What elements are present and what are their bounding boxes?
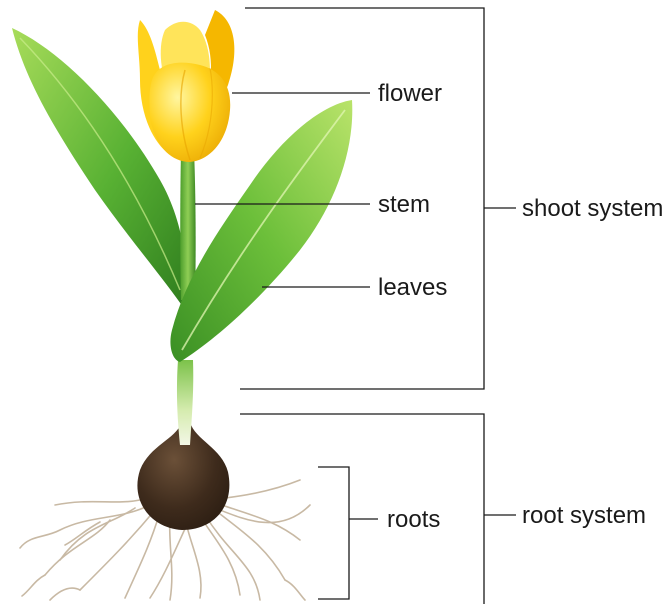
roots-bracket (318, 467, 349, 599)
label-stem: stem (378, 191, 430, 218)
label-shoot-system: shoot system (522, 195, 663, 222)
label-root-system: root system (522, 502, 646, 529)
label-roots: roots (387, 506, 440, 533)
root-system-bracket (240, 414, 484, 604)
label-flower: flower (378, 80, 442, 107)
label-leaves: leaves (378, 274, 447, 301)
lower-stem-shape (177, 360, 193, 445)
flower-illustration (138, 10, 235, 162)
